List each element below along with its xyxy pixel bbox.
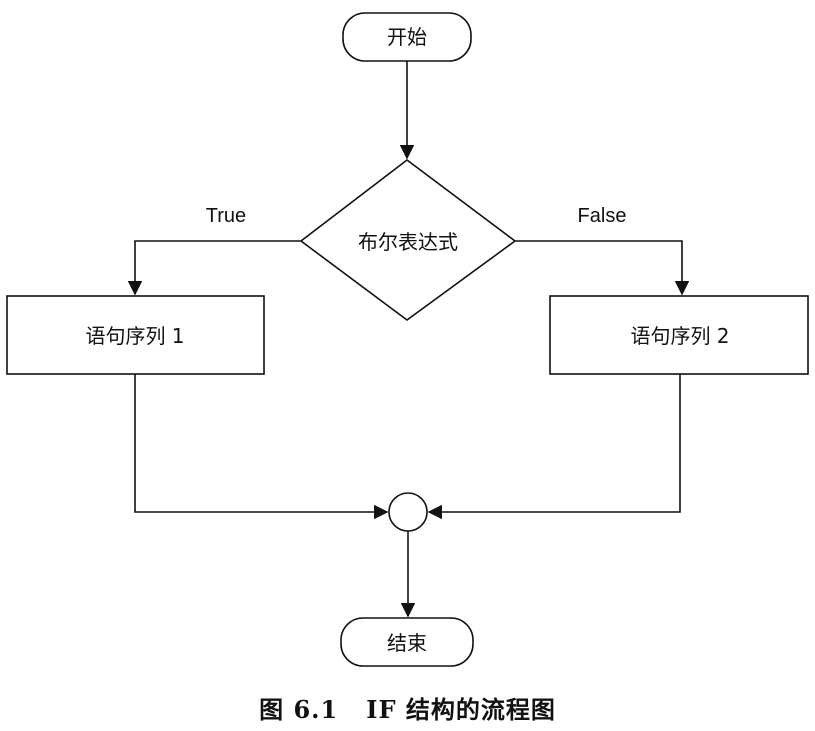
false-label: False [578, 205, 627, 227]
edge-false [515, 240, 690, 296]
edge-true [127, 240, 301, 296]
end-label: 结束 [387, 631, 427, 655]
stmt1-node: 语句序列 1 [6, 295, 265, 375]
true-label: True [206, 205, 246, 227]
figure-caption: 图 6.1 IF 结构的流程图 [0, 690, 815, 725]
stmt2-label: 语句序列 2 [630, 324, 729, 348]
start-label: 开始 [387, 25, 427, 49]
stmt1-label: 语句序列 1 [85, 324, 184, 348]
caption-number: 图 6.1 [259, 695, 339, 724]
edge-stmt2-to-junction [427, 374, 681, 520]
end-node: 结束 [340, 617, 474, 667]
condition-label: 布尔表达式 [358, 230, 458, 254]
condition-node: 布尔表达式 [299, 158, 517, 321]
edge-stmt1-to-junction [134, 374, 389, 520]
start-node: 开始 [342, 12, 472, 62]
junction-node [388, 492, 428, 532]
caption-title: IF 结构的流程图 [366, 695, 556, 724]
stmt2-node: 语句序列 2 [549, 295, 809, 375]
